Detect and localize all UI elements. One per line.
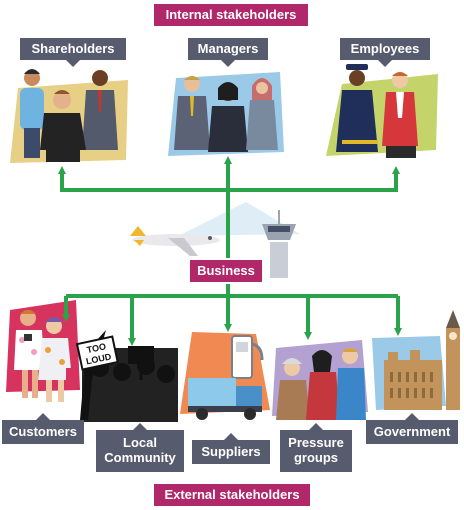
suppliers-label: Suppliers xyxy=(192,433,270,464)
employees-illustration xyxy=(326,64,438,158)
business-text: Business xyxy=(197,262,255,278)
pressure-groups-illustration xyxy=(272,340,368,420)
external-stakeholders-text: External stakeholders xyxy=(164,486,300,502)
customers-illustration xyxy=(6,300,80,402)
shareholders-label: Shareholders xyxy=(20,38,126,67)
suppliers-illustration xyxy=(180,332,270,420)
customers-text: Customers xyxy=(9,423,77,439)
managers-illustration xyxy=(168,72,284,156)
internal-stakeholders-text: Internal stakeholders xyxy=(165,6,297,22)
employees-text: Employees xyxy=(350,40,420,56)
managers-text: Managers xyxy=(197,40,259,56)
arrow-to-shareholders xyxy=(58,166,228,192)
pressure-groups-label: Pressure groups xyxy=(280,423,352,472)
control-tower-icon xyxy=(262,210,296,278)
shareholders-illustration xyxy=(10,69,128,163)
airplane-icon xyxy=(130,226,220,256)
external-stakeholders-heading: External stakeholders xyxy=(154,484,310,506)
managers-label: Managers xyxy=(188,38,268,67)
business-illustration xyxy=(130,202,300,278)
local-community-text: Local Community xyxy=(104,435,176,465)
employees-label: Employees xyxy=(340,38,430,67)
internal-stakeholders-heading: Internal stakeholders xyxy=(154,4,308,26)
placard: TOO LOUD xyxy=(75,335,119,371)
customers-label: Customers xyxy=(2,413,84,444)
svg-text:TOO: TOO xyxy=(86,341,107,355)
government-label: Government xyxy=(366,413,458,444)
government-text: Government xyxy=(373,423,451,439)
local-community-label: Local Community xyxy=(96,423,184,472)
government-illustration xyxy=(372,310,460,410)
pressure-groups-text: Pressure groups xyxy=(288,435,344,465)
shareholders-text: Shareholders xyxy=(31,40,115,56)
suppliers-text: Suppliers xyxy=(201,443,261,459)
arrow-network xyxy=(58,156,402,346)
local-community-illustration: TOO LOUD xyxy=(75,330,178,422)
business-label: Business xyxy=(190,260,262,282)
arrow-to-employees xyxy=(228,166,400,192)
